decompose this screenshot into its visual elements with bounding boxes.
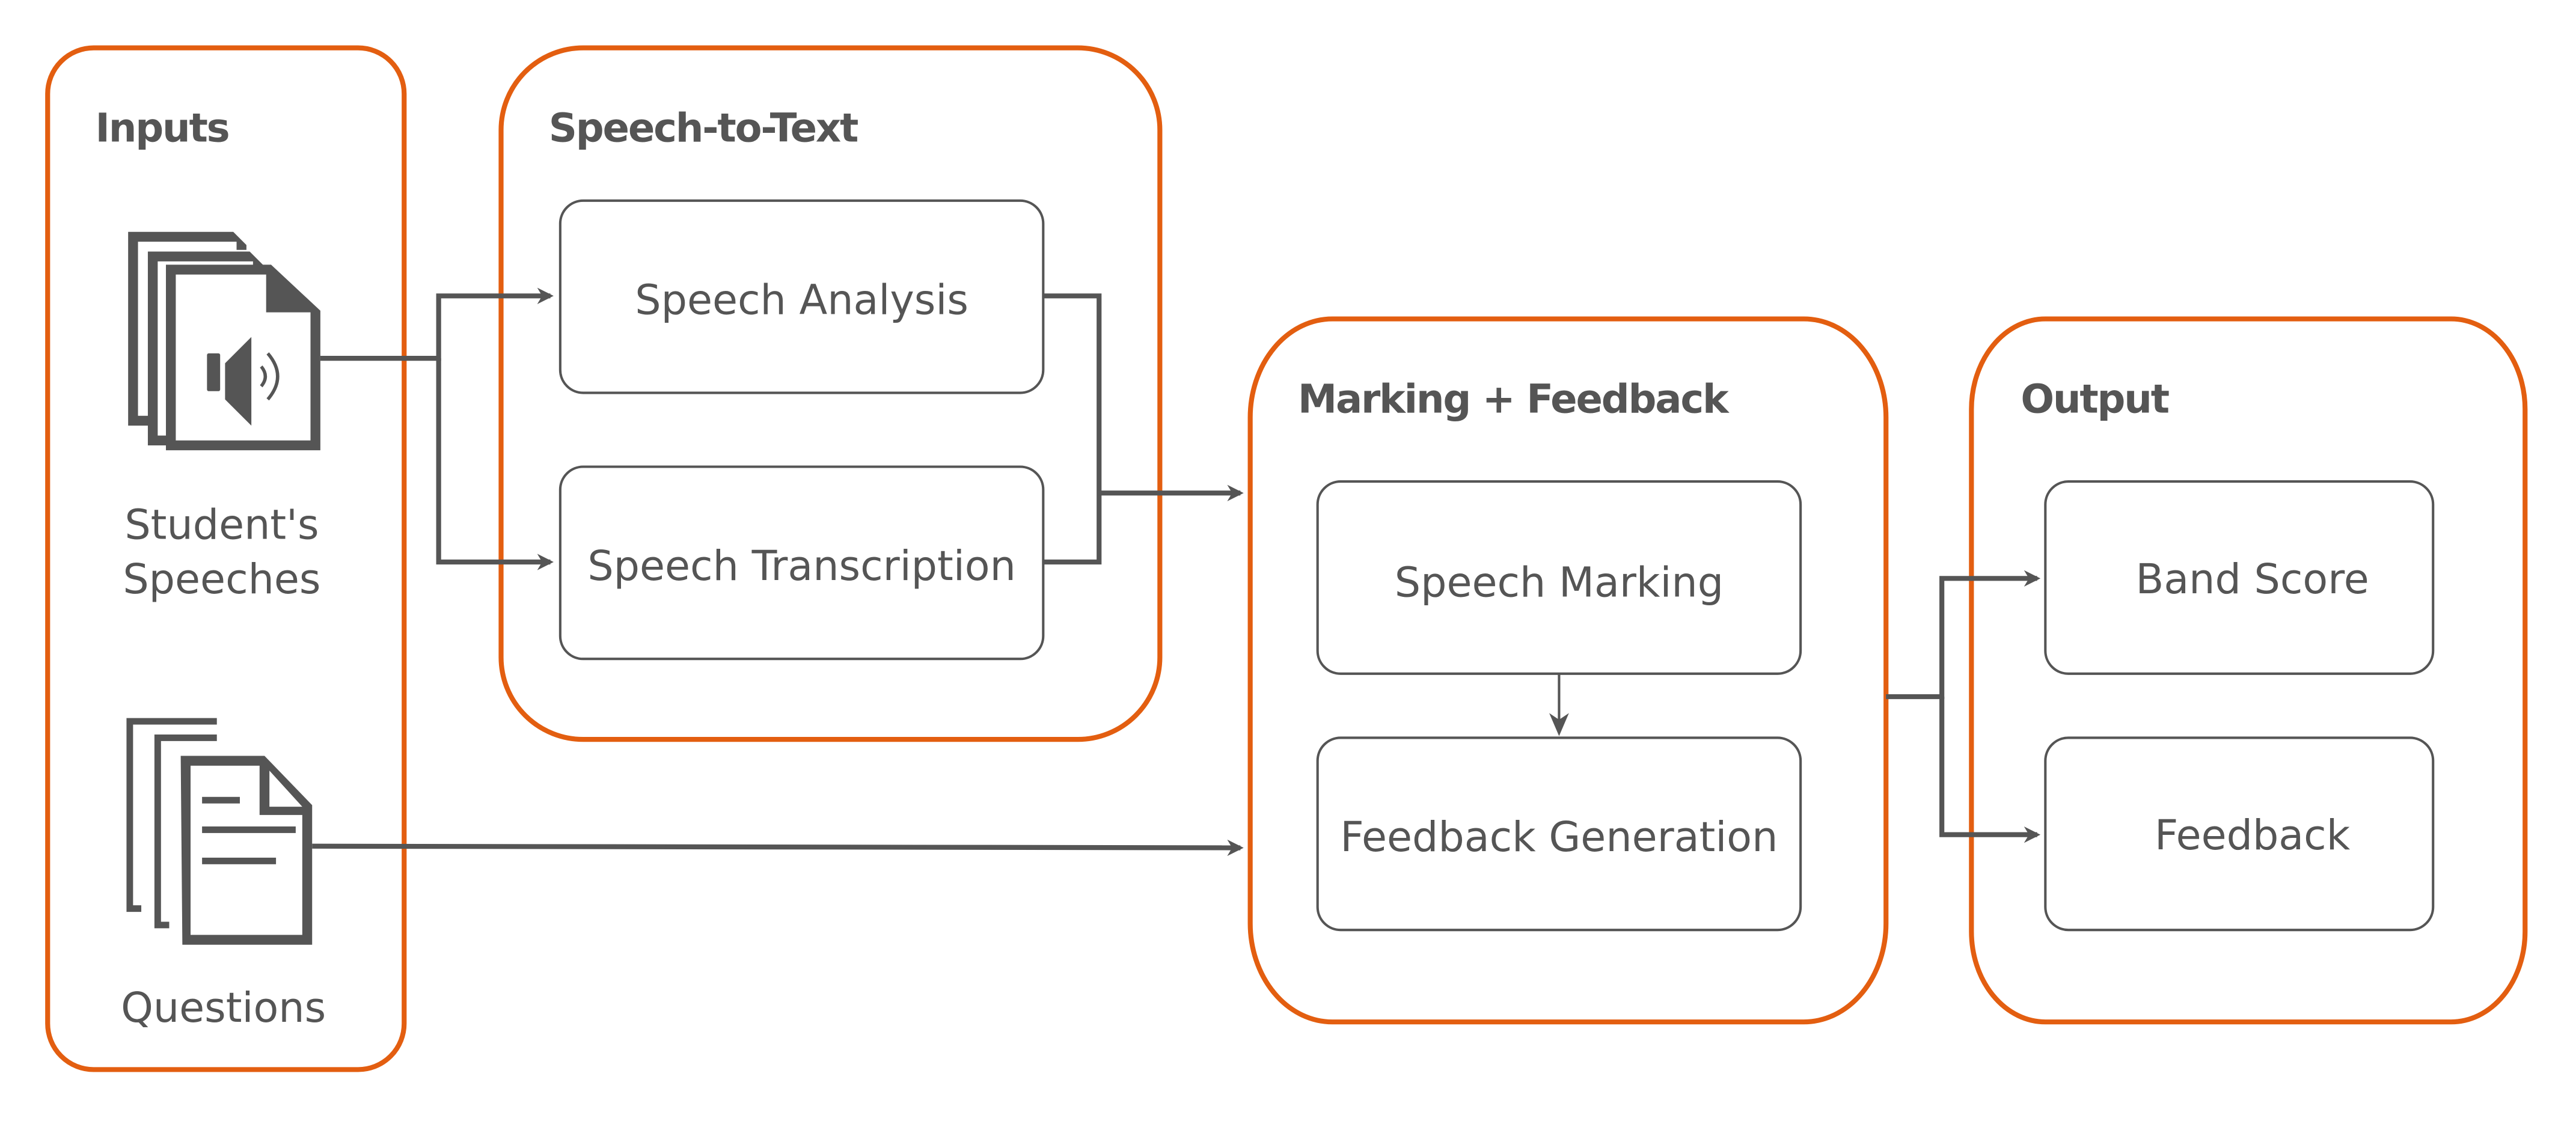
speech-to-text-group (498, 45, 1163, 742)
feedback-node[interactable]: Feedback (2044, 736, 2435, 932)
inputs-title: Inputs (96, 105, 229, 151)
feedback-label: Feedback (2155, 812, 2351, 860)
inputs-group (45, 45, 407, 1072)
question-documents-icon (126, 718, 313, 945)
speech-marking-node[interactable]: Speech Marking (1316, 480, 1802, 675)
questions-to-marking-edge (312, 839, 1244, 857)
feedback-generation-label: Feedback Generation (1340, 814, 1778, 861)
speech-transcription-label: Speech Transcription (587, 543, 1016, 590)
speech-transcription-node[interactable]: Speech Transcription (558, 465, 1045, 661)
band-score-label: Band Score (2135, 556, 2369, 603)
speech-analysis-label: Speech Analysis (635, 276, 968, 324)
speeches-label-line1: Student's (124, 502, 319, 549)
feedback-generation-node[interactable]: Feedback Generation (1316, 736, 1802, 932)
speeches-to-analysis-edge (320, 287, 554, 361)
audio-files-icon (128, 231, 320, 451)
marking-to-outputs-edge (1886, 570, 2041, 700)
marking-to-feedback-edge (1939, 697, 2041, 843)
questions-label: Questions (121, 985, 326, 1032)
speech-marking-label: Speech Marking (1395, 559, 1724, 606)
speech-analysis-node[interactable]: Speech Analysis (558, 199, 1045, 394)
band-score-node[interactable]: Band Score (2044, 480, 2435, 675)
analysis-to-marking-edge (1043, 293, 1102, 565)
speeches-to-transcription-edge (436, 358, 554, 570)
marking-feedback-group (1247, 316, 1889, 1025)
speeches-label-line2: Speeches (123, 556, 320, 603)
marking-to-generation-arrowhead (1549, 713, 1569, 736)
speech-to-text-title: Speech-to-Text (549, 105, 858, 151)
output-title: Output (2021, 376, 2168, 422)
marking-feedback-title: Marking + Feedback (1298, 376, 1730, 422)
output-group (1969, 316, 2528, 1025)
